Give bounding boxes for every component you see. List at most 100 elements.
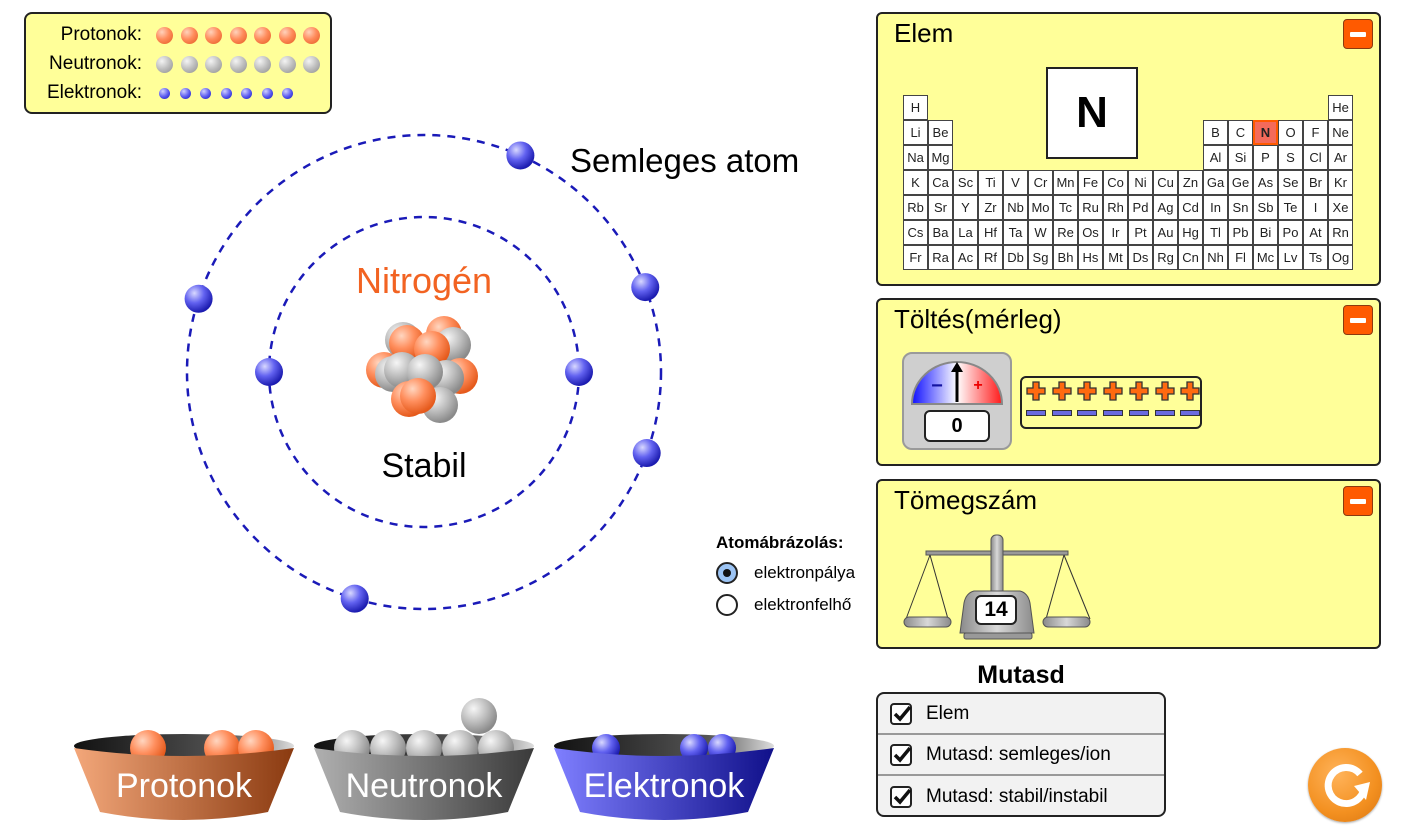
element-cell-in[interactable]: In — [1203, 195, 1228, 220]
element-cell-he[interactable]: He — [1328, 95, 1353, 120]
element-cell-mn[interactable]: Mn — [1053, 170, 1078, 195]
element-cell-s[interactable]: S — [1278, 145, 1303, 170]
element-cell-db[interactable]: Db — [1003, 245, 1028, 270]
neutron-in-bucket[interactable] — [461, 698, 497, 734]
element-cell-bi[interactable]: Bi — [1253, 220, 1278, 245]
collapse-mass-panel-button[interactable] — [1343, 486, 1373, 516]
element-cell-sc[interactable]: Sc — [953, 170, 978, 195]
element-cell-c[interactable]: C — [1228, 120, 1253, 145]
element-cell-rb[interactable]: Rb — [903, 195, 928, 220]
element-cell-v[interactable]: V — [1003, 170, 1028, 195]
element-cell-si[interactable]: Si — [1228, 145, 1253, 170]
view-option-cloud[interactable]: elektronfelhő — [716, 594, 851, 616]
element-cell-ir[interactable]: Ir — [1103, 220, 1128, 245]
element-cell-mg[interactable]: Mg — [928, 145, 953, 170]
element-cell-cr[interactable]: Cr — [1028, 170, 1053, 195]
element-cell-bh[interactable]: Bh — [1053, 245, 1078, 270]
element-cell-sr[interactable]: Sr — [928, 195, 953, 220]
electron[interactable] — [340, 584, 369, 613]
element-cell-rh[interactable]: Rh — [1103, 195, 1128, 220]
element-cell-h[interactable]: H — [903, 95, 928, 120]
element-cell-rn[interactable]: Rn — [1328, 220, 1353, 245]
element-cell-ba[interactable]: Ba — [928, 220, 953, 245]
element-cell-lv[interactable]: Lv — [1278, 245, 1303, 270]
element-cell-ac[interactable]: Ac — [953, 245, 978, 270]
element-cell-tc[interactable]: Tc — [1053, 195, 1078, 220]
element-cell-ga[interactable]: Ga — [1203, 170, 1228, 195]
show-option-stable-unstable[interactable]: Mutasd: stabil/instabil — [878, 776, 1164, 815]
element-cell-w[interactable]: W — [1028, 220, 1053, 245]
element-cell-i[interactable]: I — [1303, 195, 1328, 220]
element-cell-hs[interactable]: Hs — [1078, 245, 1103, 270]
element-cell-ds[interactable]: Ds — [1128, 245, 1153, 270]
element-cell-al[interactable]: Al — [1203, 145, 1228, 170]
element-cell-k[interactable]: K — [903, 170, 928, 195]
element-cell-nh[interactable]: Nh — [1203, 245, 1228, 270]
element-cell-as[interactable]: As — [1253, 170, 1278, 195]
element-cell-re[interactable]: Re — [1053, 220, 1078, 245]
element-cell-b[interactable]: B — [1203, 120, 1228, 145]
reset-button[interactable] — [1308, 748, 1382, 822]
element-cell-be[interactable]: Be — [928, 120, 953, 145]
show-option-element[interactable]: Elem — [878, 694, 1164, 735]
element-cell-na[interactable]: Na — [903, 145, 928, 170]
element-cell-se[interactable]: Se — [1278, 170, 1303, 195]
element-cell-mc[interactable]: Mc — [1253, 245, 1278, 270]
element-cell-zn[interactable]: Zn — [1178, 170, 1203, 195]
nucleus[interactable] — [366, 316, 478, 423]
element-cell-cu[interactable]: Cu — [1153, 170, 1178, 195]
proton-bucket[interactable]: Protonok — [74, 730, 294, 820]
element-cell-cl[interactable]: Cl — [1303, 145, 1328, 170]
view-option-orbit[interactable]: elektronpálya — [716, 562, 855, 584]
element-cell-zr[interactable]: Zr — [978, 195, 1003, 220]
element-cell-y[interactable]: Y — [953, 195, 978, 220]
element-cell-sb[interactable]: Sb — [1253, 195, 1278, 220]
electron[interactable] — [506, 141, 535, 170]
element-cell-ar[interactable]: Ar — [1328, 145, 1353, 170]
element-cell-rg[interactable]: Rg — [1153, 245, 1178, 270]
element-cell-mt[interactable]: Mt — [1103, 245, 1128, 270]
element-cell-ra[interactable]: Ra — [928, 245, 953, 270]
element-cell-cs[interactable]: Cs — [903, 220, 928, 245]
checkbox-element[interactable] — [890, 702, 912, 725]
proton[interactable] — [400, 378, 436, 414]
element-cell-p[interactable]: P — [1253, 145, 1278, 170]
element-cell-tl[interactable]: Tl — [1203, 220, 1228, 245]
element-cell-mo[interactable]: Mo — [1028, 195, 1053, 220]
element-cell-te[interactable]: Te — [1278, 195, 1303, 220]
electron[interactable] — [565, 358, 593, 386]
show-option-neutral-ion[interactable]: Mutasd: semleges/ion — [878, 735, 1164, 776]
element-cell-ge[interactable]: Ge — [1228, 170, 1253, 195]
element-cell-rf[interactable]: Rf — [978, 245, 1003, 270]
element-cell-ne[interactable]: Ne — [1328, 120, 1353, 145]
radio-cloud[interactable] — [716, 594, 738, 616]
element-cell-au[interactable]: Au — [1153, 220, 1178, 245]
electron[interactable] — [184, 284, 213, 313]
element-cell-og[interactable]: Og — [1328, 245, 1353, 270]
element-cell-ca[interactable]: Ca — [928, 170, 953, 195]
element-cell-ru[interactable]: Ru — [1078, 195, 1103, 220]
element-cell-la[interactable]: La — [953, 220, 978, 245]
checkbox-stable-unstable[interactable] — [890, 785, 912, 808]
element-cell-xe[interactable]: Xe — [1328, 195, 1353, 220]
element-cell-li[interactable]: Li — [903, 120, 928, 145]
neutron-bucket[interactable]: Neutronok — [314, 698, 534, 820]
element-cell-ta[interactable]: Ta — [1003, 220, 1028, 245]
electron-bucket[interactable]: Elektronok — [554, 734, 774, 820]
element-cell-f[interactable]: F — [1303, 120, 1328, 145]
radio-orbit[interactable] — [716, 562, 738, 584]
checkbox-neutral-ion[interactable] — [890, 743, 912, 766]
element-cell-n[interactable]: N — [1253, 120, 1278, 145]
electron[interactable] — [631, 273, 660, 302]
element-cell-pt[interactable]: Pt — [1128, 220, 1153, 245]
element-cell-kr[interactable]: Kr — [1328, 170, 1353, 195]
electron-in-bucket[interactable] — [680, 734, 708, 762]
element-cell-hf[interactable]: Hf — [978, 220, 1003, 245]
element-cell-ni[interactable]: Ni — [1128, 170, 1153, 195]
element-cell-os[interactable]: Os — [1078, 220, 1103, 245]
element-cell-sn[interactable]: Sn — [1228, 195, 1253, 220]
element-cell-nb[interactable]: Nb — [1003, 195, 1028, 220]
collapse-charge-panel-button[interactable] — [1343, 305, 1373, 335]
electron[interactable] — [255, 358, 283, 386]
element-cell-br[interactable]: Br — [1303, 170, 1328, 195]
